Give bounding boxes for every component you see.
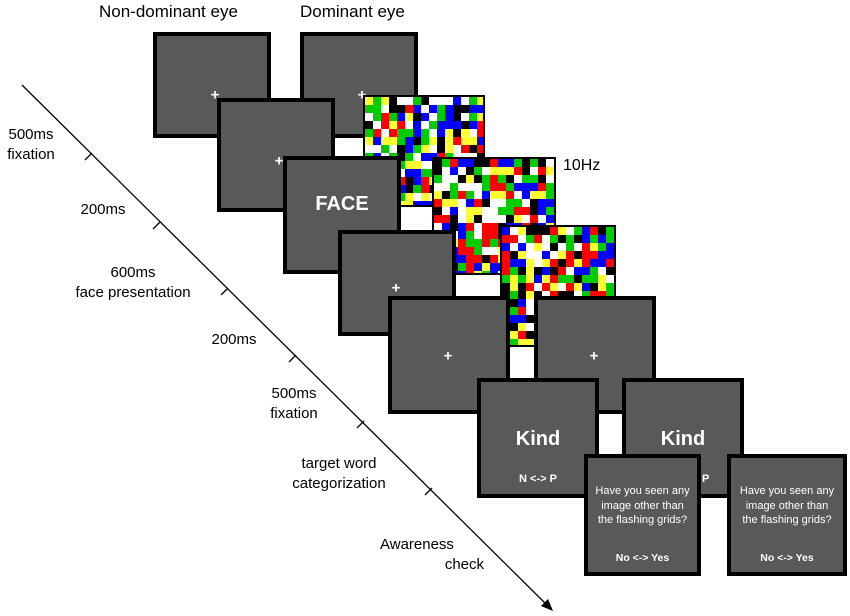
fixation-cross: +	[274, 152, 284, 170]
fixation-cross: +	[443, 347, 453, 365]
fixation-cross: +	[391, 279, 401, 297]
timeline-step-3: 600ms face presentation	[58, 263, 208, 303]
timeline-step-4-duration: 200ms	[211, 331, 257, 348]
timeline-step-1-duration: 500ms	[8, 126, 54, 143]
target-word: Kind	[660, 428, 706, 450]
timeline-step-5-label: fixation	[270, 405, 318, 422]
timeline-step-7-duration: Awareness	[380, 536, 454, 553]
timeline-step-2: 200ms	[75, 200, 131, 220]
timeline-step-1: 500ms fixation	[0, 125, 64, 165]
timeline-step-5-duration: 500ms	[271, 385, 317, 402]
fixation-cross: +	[589, 347, 599, 365]
timeline-step-6-duration: target word	[301, 455, 377, 472]
timeline-step-7: Awareness check	[372, 535, 484, 575]
awareness-screen-right: Have you seen any image other than the f…	[727, 454, 847, 576]
timeline-step-6-label: categorization	[292, 475, 386, 492]
response-keys-partial: P	[702, 473, 710, 485]
dominant-eye-header: Dominant eye	[300, 2, 405, 21]
timeline-step-5: 500ms fixation	[261, 384, 327, 424]
non-dominant-eye-header: Non-dominant eye	[99, 2, 238, 21]
awareness-options: No <-> Yes	[615, 552, 670, 564]
awareness-screen-left: Have you seen any image other than the f…	[584, 454, 701, 576]
awareness-options: No <-> Yes	[760, 552, 814, 564]
word-screen-left: Kind N <-> P	[477, 378, 599, 498]
timeline-step-2-duration: 200ms	[80, 201, 126, 218]
awareness-question: Have you seen any image other than the f…	[595, 485, 690, 526]
response-keys: N <-> P	[519, 473, 557, 485]
timeline-step-6: target word categorization	[280, 454, 398, 494]
fixation-cross: +	[357, 86, 367, 104]
fixation-cross: +	[210, 86, 220, 104]
timeline-step-7-label: check	[444, 556, 484, 573]
timeline-step-3-duration: 600ms	[110, 264, 156, 281]
target-word: Kind	[515, 428, 561, 450]
awareness-question: Have you seen any image other than the f…	[739, 485, 835, 526]
frequency-label: 10Hz	[563, 157, 601, 174]
face-text: FACE	[315, 193, 369, 215]
timeline-step-1-label: fixation	[7, 146, 55, 163]
timeline-step-4: 200ms	[206, 330, 262, 350]
timeline-step-3-label: face presentation	[75, 284, 191, 301]
